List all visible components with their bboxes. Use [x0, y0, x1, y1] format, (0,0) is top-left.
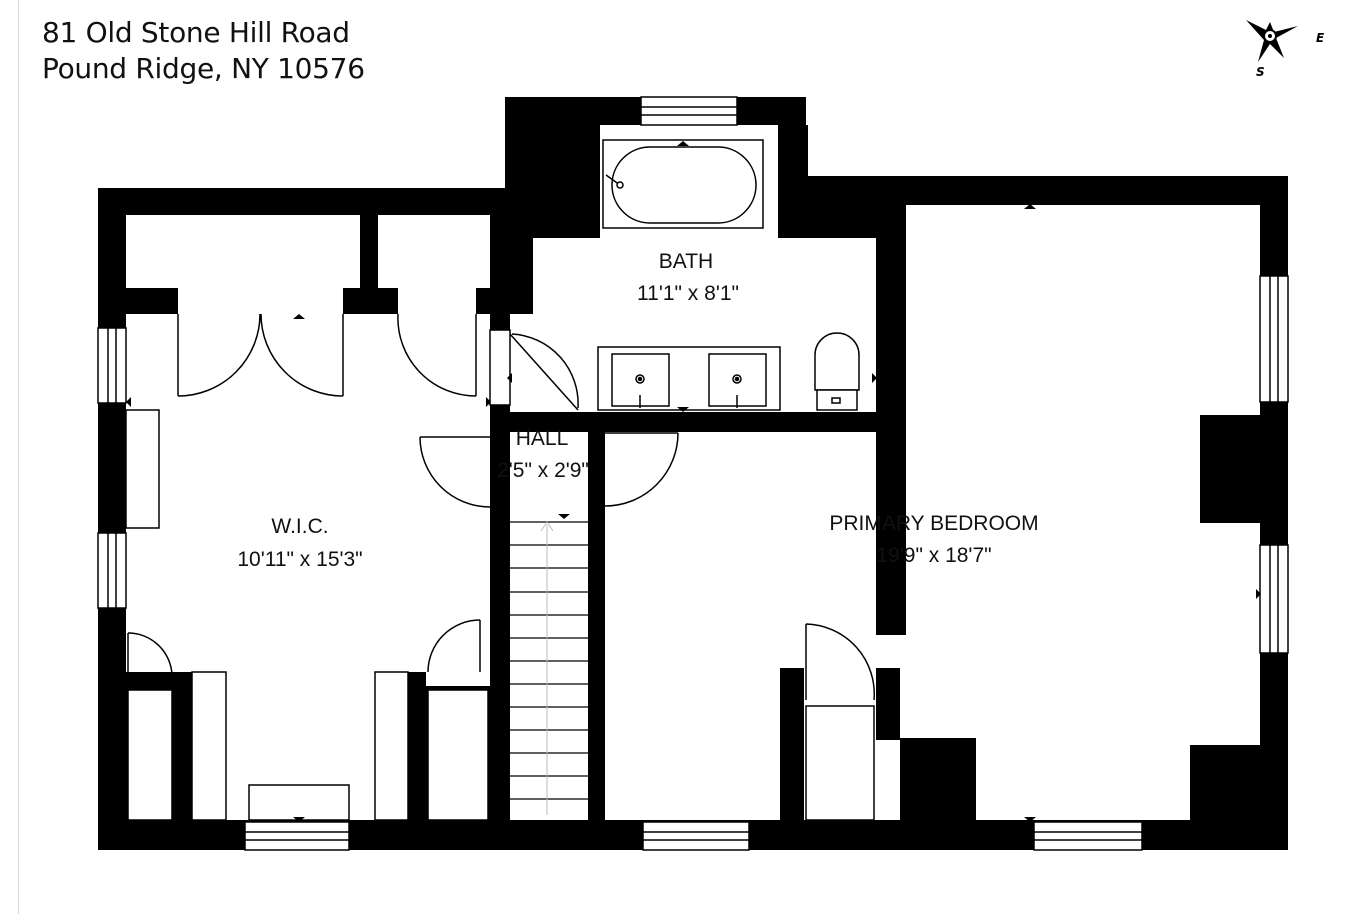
compass-rose-icon: E S: [1246, 20, 1325, 79]
closet-boxes: [125, 409, 875, 821]
staircase: [510, 521, 588, 815]
windows: [97, 96, 1289, 851]
doors: [127, 313, 876, 701]
address-line-1: 81 Old Stone Hill Road: [42, 16, 350, 49]
room-dims-primary-bedroom: 19'9" x 18'7": [876, 544, 991, 567]
room-name-wic: W.I.C.: [271, 515, 328, 538]
room-dims-wic: 10'11" x 15'3": [237, 548, 362, 571]
compass-south-label: S: [1256, 65, 1265, 79]
address-line-2: Pound Ridge, NY 10576: [42, 52, 365, 85]
vanity: [597, 346, 781, 411]
room-dims-bath: 11'1" x 8'1": [637, 282, 739, 305]
bathtub: [602, 139, 764, 229]
room-interiors: [126, 125, 1260, 820]
room-dims-hall: 2'5" x 2'9": [497, 459, 589, 482]
page-edge-line: [18, 0, 19, 914]
room-name-primary-bedroom: PRIMARY BEDROOM: [829, 512, 1038, 535]
room-name-hall: HALL: [516, 427, 569, 450]
compass-east-label: E: [1316, 31, 1325, 45]
toilet: [814, 332, 860, 411]
wall-markers: [126, 141, 1261, 822]
room-name-bath: BATH: [659, 250, 713, 273]
